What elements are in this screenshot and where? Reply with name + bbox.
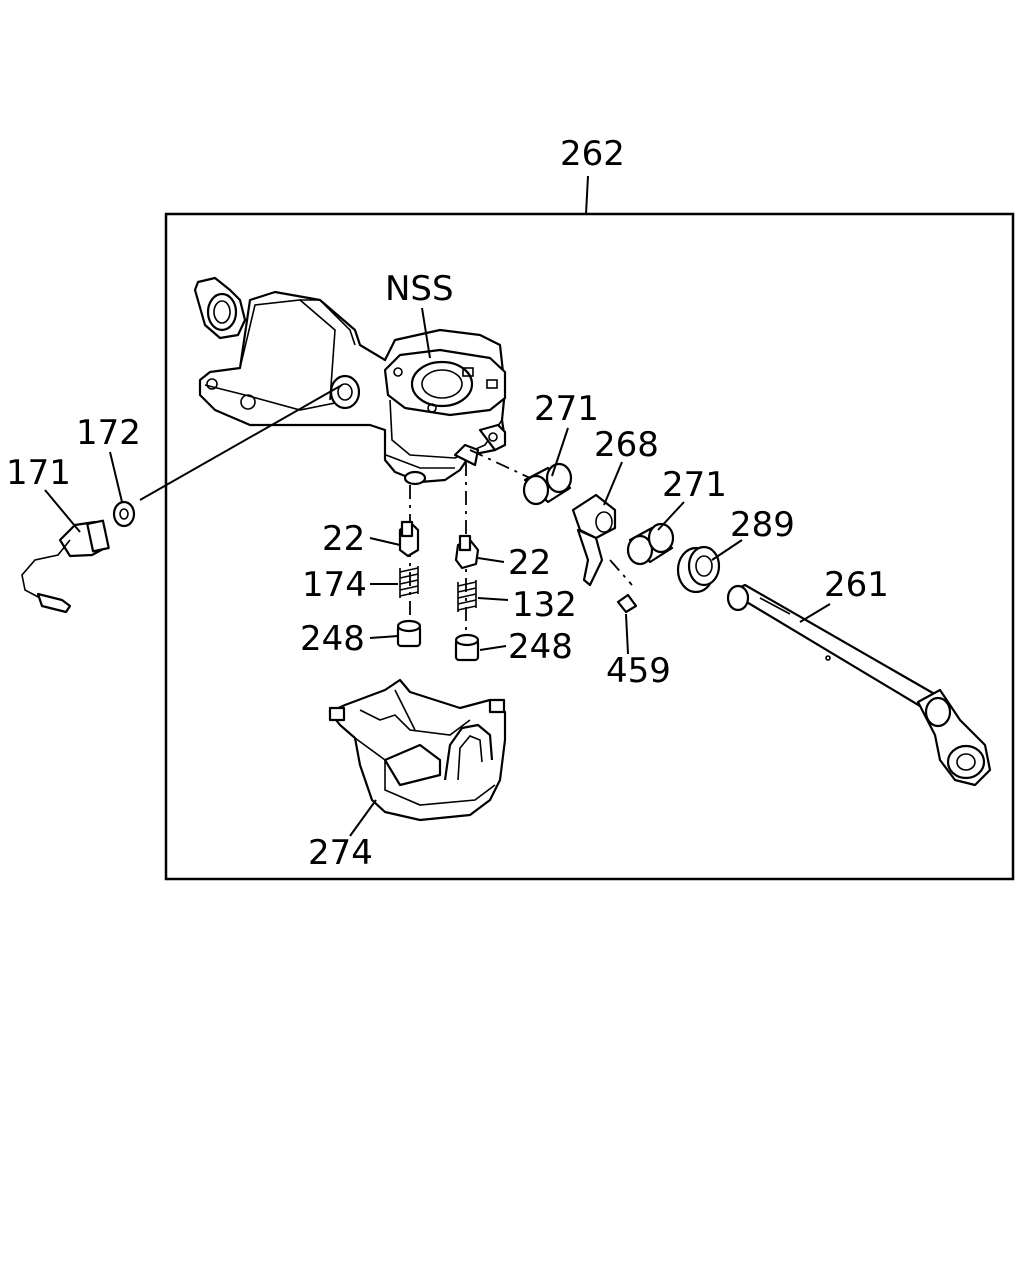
leader-172 (109, 451, 123, 503)
leader-171 (44, 489, 81, 533)
cover-274 (328, 678, 507, 822)
callout-274: 274 (308, 833, 373, 873)
assembly-leader (585, 175, 589, 215)
spring-132 (457, 580, 477, 612)
leader-132 (477, 597, 509, 601)
oil-seal-289 (676, 545, 721, 594)
leader-22-right (477, 557, 505, 563)
callout-132: 132 (512, 585, 577, 625)
callout-271-b: 271 (662, 465, 727, 505)
switch-171 (21, 519, 110, 614)
callout-459: 459 (606, 651, 671, 691)
leader-271-b (657, 501, 685, 531)
leader-248-right (479, 645, 507, 651)
callout-22-right: 22 (508, 543, 551, 583)
callout-22-left: 22 (322, 519, 365, 559)
washer-172 (112, 500, 136, 528)
leader-289 (711, 539, 743, 561)
detent-ball-22-left (398, 520, 420, 558)
bushing-271-b (626, 522, 675, 566)
callout-171: 171 (6, 453, 71, 493)
axis-line-switch (139, 384, 343, 501)
axis-line-pin (609, 559, 633, 586)
callout-172: 172 (76, 413, 141, 453)
detent-ball-22-right (454, 534, 480, 570)
leader-271-a (551, 427, 569, 477)
callout-nss: NSS (385, 269, 454, 309)
leader-248-left (369, 635, 399, 639)
shift-housing (193, 276, 507, 486)
shift-shaft-261 (726, 583, 992, 787)
assembly-frame (164, 212, 1015, 881)
pin-459 (616, 593, 638, 614)
axis-line-shaft (469, 449, 531, 479)
callout-271-a: 271 (534, 389, 599, 429)
callout-174: 174 (302, 565, 367, 605)
callout-248-right: 248 (508, 627, 573, 667)
callout-248-left: 248 (300, 619, 365, 659)
leader-274 (349, 799, 377, 837)
assembly-number: 262 (560, 134, 625, 174)
shift-lever-268 (571, 493, 617, 587)
plug-248-right (454, 633, 480, 662)
plug-248-left (396, 619, 422, 648)
leader-268 (603, 461, 623, 506)
leader-nss (421, 307, 431, 359)
bushing-271-a (522, 462, 573, 506)
callout-261: 261 (824, 565, 889, 605)
spring-174 (399, 566, 419, 598)
callout-268: 268 (594, 425, 659, 465)
callout-289: 289 (730, 505, 795, 545)
leader-261 (799, 603, 831, 623)
leader-459 (625, 613, 629, 655)
leader-22-left (369, 537, 401, 546)
